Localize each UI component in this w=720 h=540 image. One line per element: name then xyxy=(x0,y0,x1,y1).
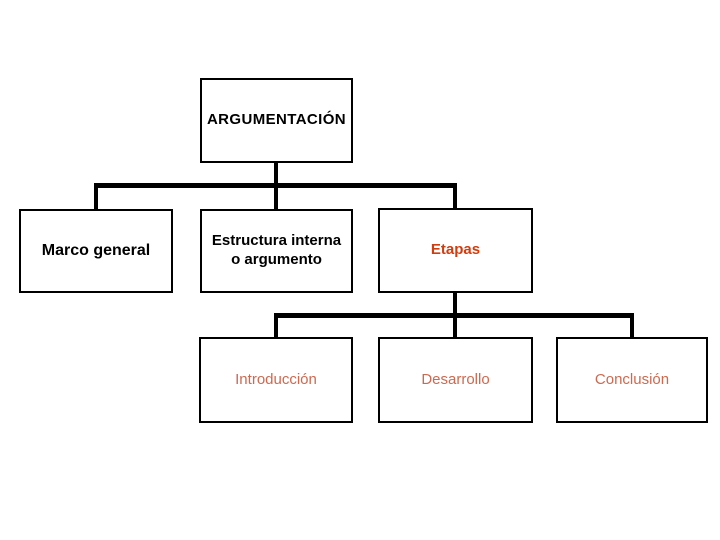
connector-level2-horizontal xyxy=(274,313,634,318)
box-estructura-interna: Estructura interna o argumento xyxy=(200,209,353,293)
connector-level1-horizontal xyxy=(94,183,457,188)
box-introduccion-label: Introducción xyxy=(235,370,317,388)
box-introduccion: Introducción xyxy=(199,337,353,423)
box-etapas-label: Etapas xyxy=(430,241,481,259)
box-desarrollo-label: Desarrollo xyxy=(421,370,490,388)
box-marco-general-label: Marco general xyxy=(41,242,151,259)
connector-drop-marco-general xyxy=(94,183,98,209)
box-estructura-interna-label: Estructura interna o argumento xyxy=(202,232,351,270)
connector-drop-conclusion xyxy=(630,313,634,337)
box-desarrollo: Desarrollo xyxy=(378,337,533,423)
connector-drop-introduccion xyxy=(274,313,278,337)
connector-drop-etapas xyxy=(453,183,457,208)
box-argumentacion: ARGUMENTACIÓN xyxy=(200,78,353,163)
box-conclusion: Conclusión xyxy=(556,337,708,423)
box-marco-general: Marco general xyxy=(19,209,173,293)
box-etapas: Etapas xyxy=(378,208,533,293)
box-argumentacion-label: ARGUMENTACIÓN xyxy=(206,111,347,129)
box-conclusion-label: Conclusión xyxy=(594,370,670,388)
estructura-line-1: Estructura interna xyxy=(211,232,342,250)
estructura-line-2: o argumento xyxy=(231,251,322,268)
